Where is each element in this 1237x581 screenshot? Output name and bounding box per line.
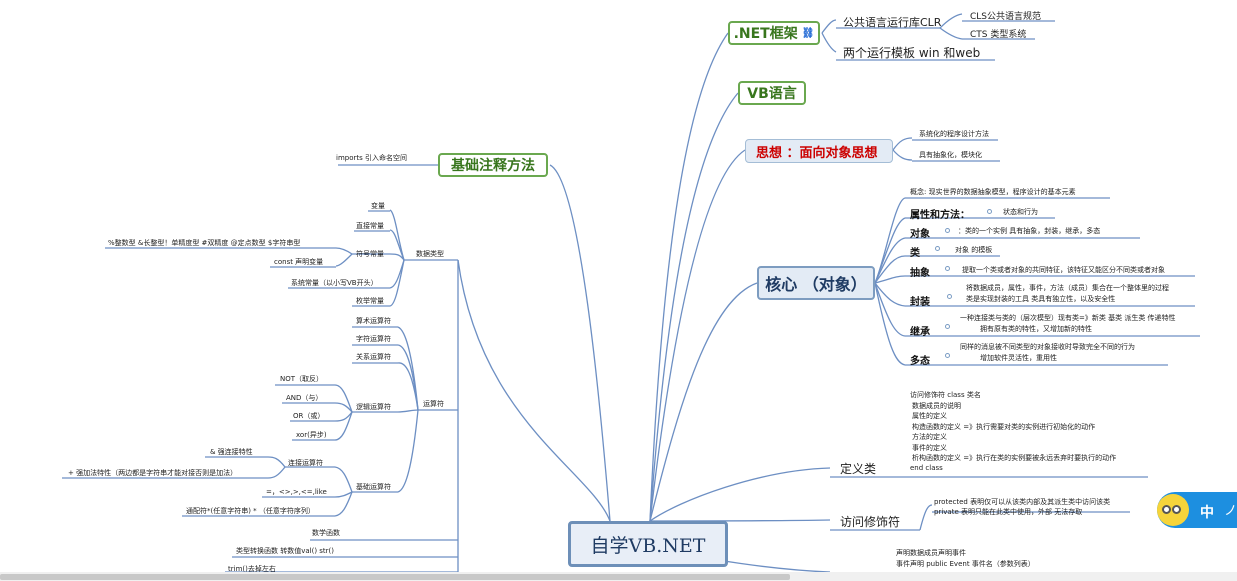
math-function-label: 数学函数	[312, 529, 340, 537]
abstract-label: 抽象	[910, 268, 930, 279]
encapsulation-label: 封装	[910, 297, 930, 308]
operators-label: 运算符	[423, 400, 444, 408]
compare-label: =，<>,>,<=,like	[266, 488, 327, 496]
define-class-label: 定义类	[840, 462, 877, 476]
object-desc: ：类的一个实例 具有抽象，封装，继承，多态	[958, 227, 1101, 235]
inherit-desc-2: 拥有原有类的特性，又增加新的特性	[980, 325, 1092, 333]
root-label: 自学VB.NET	[590, 534, 706, 557]
scrollbar-thumb[interactable]	[0, 574, 790, 580]
widget-arrow[interactable]: ノ	[1224, 504, 1237, 519]
system-constant-label: 系统常量（以小写VB开头）	[291, 279, 378, 287]
xor-label: xor(异步)	[296, 431, 327, 439]
type-suffix-label: %整数型 &长整型！单精度型 #双精度 @定点数型 $字符串型	[108, 239, 301, 247]
cls-label: CLS公共语言规范	[970, 12, 1042, 22]
access-line-2: private 表明只能在此类中使用，外部 无法存取	[934, 508, 1083, 516]
note-icon	[947, 294, 952, 299]
basic-comment-node[interactable]: 基础注释方法	[438, 153, 548, 177]
thought-node[interactable]: 思想 ：面向对象思想	[745, 139, 893, 163]
basic-comment-label: 基础注释方法	[451, 158, 535, 174]
class-desc: 对象 的模板	[955, 246, 993, 254]
string-operator-label: 字符运算符	[356, 335, 391, 343]
thought-item-2: 具有抽象化，模块化	[919, 151, 982, 159]
core-concept: 概念: 现实世界的数据抽象模型，程序设计的基本元素	[910, 188, 1076, 196]
link-icon[interactable]: ⛓	[801, 27, 815, 39]
root-node[interactable]: 自学VB.NET	[568, 521, 728, 567]
object-label: 对象	[910, 229, 930, 240]
plus-label: + 强加法特性（两边都是字符串才能对接否则是加法）	[68, 469, 238, 477]
note-icon	[945, 266, 950, 271]
convert-function-label: 类型转换函数 转数值val() str()	[236, 547, 335, 555]
clr-label: 公共语言运行库CLR	[843, 16, 942, 29]
encapsulation-desc-2: 类是实现封装的工具 类具有独立性，以及安全性	[966, 295, 1116, 303]
encapsulation-desc-1: 将数据成员，属性，事件，方法（成员）集合在一个整体里的过程	[966, 284, 1169, 292]
props-desc: 状态和行为	[1003, 208, 1038, 216]
event-line-1: 声明数据成员声明事件	[896, 549, 966, 557]
vb-language-node[interactable]: VB语言	[738, 81, 806, 105]
imports-label: imports 引入命名空间	[336, 154, 407, 162]
relation-operator-label: 关系运算符	[356, 353, 391, 361]
define-class-line: 析构函数的定义 =》执行在类的实例要被永远丢弃时要执行的动作	[912, 454, 1117, 462]
define-class-line: 数据成员的说明	[912, 401, 961, 410]
thought-label: 思想 ：面向对象思想	[756, 145, 878, 161]
dotnet-node[interactable]: .NET框架⛓	[728, 21, 820, 45]
note-icon	[945, 228, 950, 233]
minion-eye-left	[1162, 505, 1171, 514]
define-class-line: end class	[910, 463, 943, 472]
and-label: AND（与）	[286, 394, 323, 402]
concat-operator-label: 连接运算符	[288, 459, 323, 467]
widget-label[interactable]: 中	[1200, 505, 1214, 521]
basic-operator-label: 基础运算符	[356, 483, 391, 491]
minion-eye-right	[1172, 505, 1181, 514]
arith-operator-label: 算术运算符	[356, 317, 391, 325]
note-icon	[987, 209, 992, 214]
access-line-1: protected 表明仅可以从该类内部及其派生类中访问该类	[934, 498, 1111, 506]
not-label: NOT（取反）	[280, 375, 324, 383]
literal-constant-label: 直接常量	[356, 222, 384, 230]
amp-label: & 强连接特性	[210, 448, 253, 456]
variable-label: 变量	[371, 202, 385, 210]
inherit-label: 继承	[910, 327, 930, 338]
note-icon	[935, 246, 940, 251]
props-label: 属性和方法：	[910, 210, 970, 221]
poly-label: 多态	[910, 356, 930, 367]
event-line-2: 事件声明 public Event 事件名（参数列表）	[896, 560, 1035, 568]
note-icon	[945, 353, 950, 358]
modes-label: 两个运行模板 win 和web	[843, 46, 981, 60]
wildcard-label: 通配符*(任意字符串) * （任意字符序列）	[186, 507, 315, 515]
or-label: OR（或）	[293, 412, 325, 420]
const-label: const 声明变量	[274, 258, 324, 266]
define-class-line: 方法的定义	[912, 433, 947, 441]
vb-language-label: VB语言	[747, 86, 797, 102]
poly-desc-1: 同样的消息被不同类型的对象接收时导致完全不同的行为	[960, 343, 1135, 351]
define-class-line: 事件的定义	[912, 443, 947, 452]
define-class-line: 构造函数的定义 =》执行需要对类的实例进行初始化的动作	[912, 422, 1096, 431]
core-label: 核心 （对象）	[765, 275, 867, 294]
cts-label: CTS 类型系统	[970, 30, 1027, 40]
note-icon	[945, 324, 950, 329]
poly-desc-2: 增加软件灵活性，重用性	[980, 354, 1057, 362]
class-label: 类	[910, 248, 920, 259]
logic-operator-label: 逻辑运算符	[356, 403, 391, 411]
symbol-constant-label: 符号常量	[356, 250, 384, 258]
abstract-desc: 提取一个类或者对象的共同特征，该特征又能区分不同类或者对象	[962, 266, 1165, 274]
define-class-line: 属性的定义	[912, 412, 947, 420]
trim-function-label: trim()去掉左右	[228, 565, 276, 573]
inherit-desc-1: 一种连接类与类的（层次模型）现有类=》新类 基类 派生类 传递特性	[960, 314, 1176, 322]
datatype-label: 数据类型	[416, 250, 444, 258]
dotnet-label: .NET框架	[733, 26, 798, 42]
core-node[interactable]: 核心 （对象）	[757, 266, 875, 300]
enum-constant-label: 枚举常量	[356, 297, 384, 305]
define-class-line: 访问修饰符 class 类名	[910, 391, 981, 399]
thought-item-1: 系统化的程序设计方法	[919, 130, 989, 138]
access-modifier-label: 访问修饰符	[840, 515, 901, 529]
